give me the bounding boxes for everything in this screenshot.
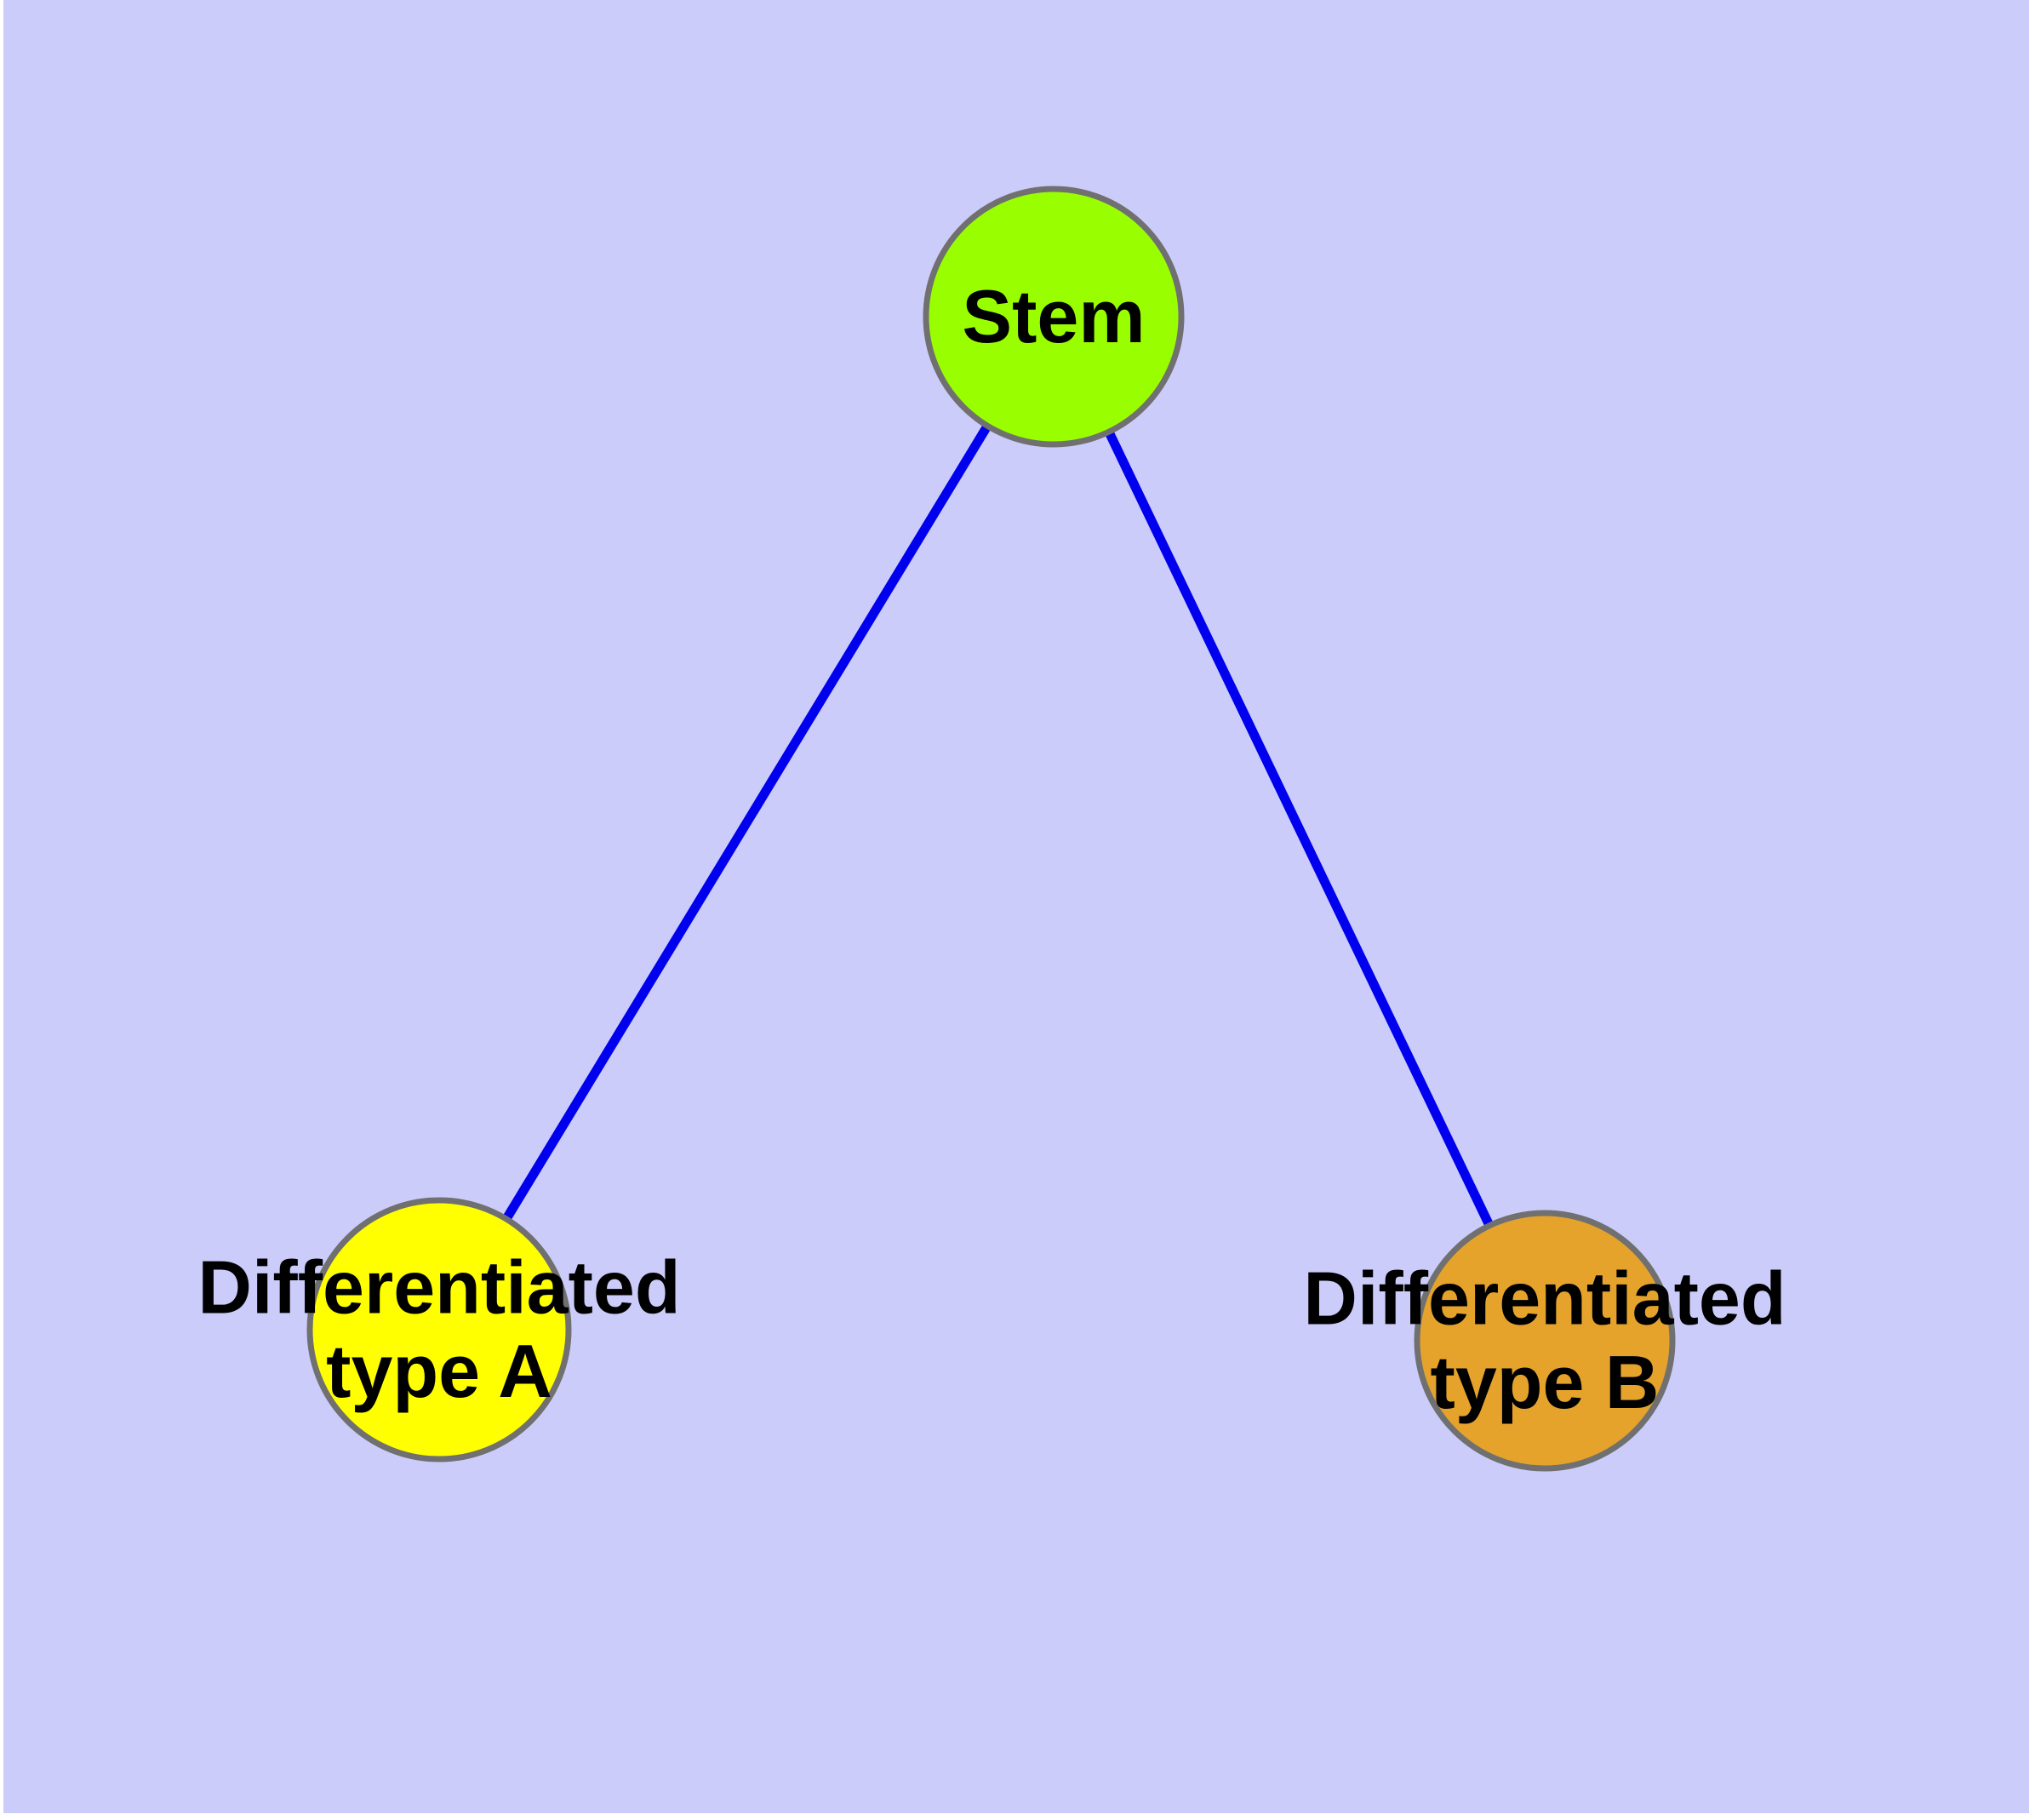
edge-stem-diff-b[interactable]: [1049, 314, 1549, 1343]
node-label-line: type B: [1431, 1340, 1660, 1424]
node-label-line: Differentiated: [1303, 1256, 1786, 1341]
edge-stem-diff-a[interactable]: [435, 314, 1058, 1332]
node-label-line: type A: [326, 1329, 552, 1413]
node-stem[interactable]: [923, 186, 1185, 448]
node-label-line: Differentiated: [197, 1245, 680, 1330]
node-diff_a[interactable]: [306, 1197, 572, 1462]
nodes-layer: [306, 186, 1676, 1472]
node-label-stem: Stem: [962, 274, 1145, 358]
edges-layer: [435, 314, 1549, 1343]
node-label-line: Stem: [962, 274, 1145, 358]
node-diff_b[interactable]: [1414, 1210, 1676, 1472]
